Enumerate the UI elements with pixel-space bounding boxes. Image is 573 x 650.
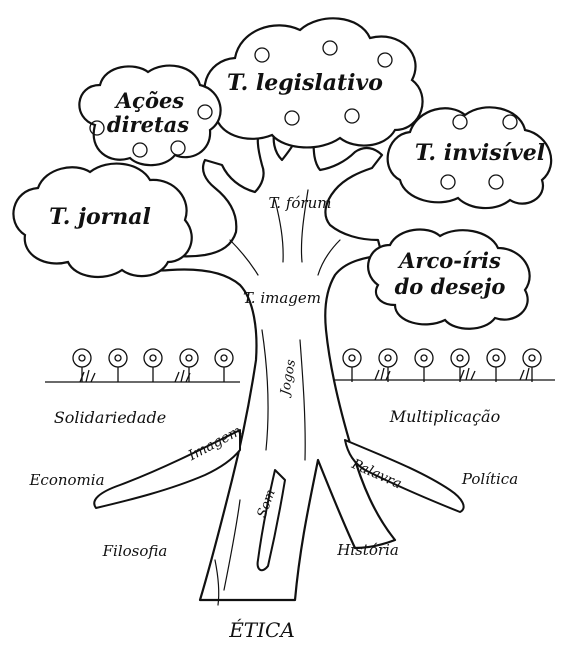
cloud-arco-iris: Arco-íris do desejo [367, 228, 531, 330]
label-solidariedade: Solidariedade [54, 408, 166, 427]
label-acoes: Ações [114, 88, 184, 113]
label-filosofia: Filosofia [102, 542, 168, 560]
label-diretas: diretas [107, 112, 189, 137]
label-t-legislativo: T. legislativo [227, 70, 383, 96]
label-jogos: Jogos [278, 358, 300, 399]
label-arco-iris: Arco-íris [397, 248, 501, 273]
cloud-jornal: T. jornal [12, 162, 193, 278]
label-t-invisivel: T. invisível [415, 140, 545, 166]
cloud-legislativo: T. legislativo [203, 17, 424, 149]
flowers-left [72, 348, 234, 382]
label-t-forum: T. fórum [269, 194, 332, 212]
flowers-right [342, 348, 542, 382]
label-t-jornal: T. jornal [49, 204, 151, 230]
label-historia: História [336, 541, 399, 559]
label-economia: Economia [28, 471, 104, 489]
tree-roots [93, 429, 465, 572]
apples-invisivel [440, 114, 518, 190]
cloud-acoes-diretas: Ações diretas [78, 64, 222, 167]
label-politica: Política [461, 470, 518, 488]
label-etica: ÉTICA [228, 618, 295, 642]
grass [45, 367, 555, 383]
label-t-imagem: T. imagem [243, 289, 321, 307]
apples-acoes [89, 104, 213, 158]
bark-texture [214, 189, 341, 606]
label-multiplicacao: Multiplicação [389, 407, 500, 426]
label-do-desejo: do desejo [395, 274, 506, 299]
apples-legislativo [254, 40, 393, 126]
cloud-invisivel: T. invisível [386, 106, 553, 210]
